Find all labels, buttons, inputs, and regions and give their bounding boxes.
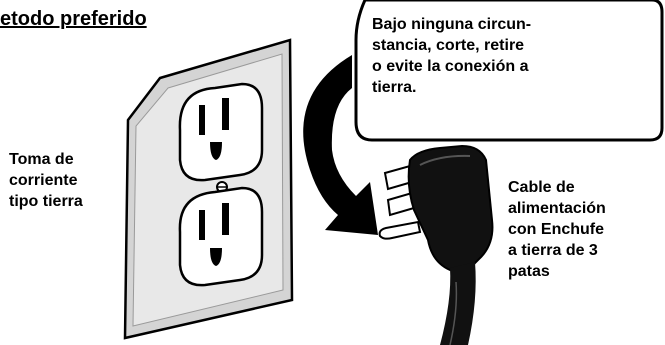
plug-label-line: patas bbox=[508, 263, 550, 280]
upper-receptacle bbox=[178, 82, 264, 182]
plug-label-line: a tierra de 3 bbox=[508, 242, 598, 259]
outlet-label-line: Toma de bbox=[9, 151, 74, 168]
three-prong-plug bbox=[378, 144, 494, 345]
warning-text: Bajo ninguna circun- stancia, corte, ret… bbox=[372, 14, 647, 98]
outlet-label-line: tipo tierra bbox=[9, 193, 83, 210]
outlet-label-line: corriente bbox=[9, 172, 78, 189]
plug-label-line: alimentación bbox=[508, 200, 606, 217]
curved-arrow bbox=[303, 55, 378, 235]
plug-label-line: Cable de bbox=[508, 179, 575, 196]
plug-label: Cable de alimentación con Enchufe a tier… bbox=[508, 177, 658, 282]
warning-line: Bajo ninguna circun- bbox=[372, 16, 532, 33]
outlet-label: Toma de corriente tipo tierra bbox=[9, 149, 129, 212]
warning-line: o evite la conexión a bbox=[372, 58, 529, 75]
grounded-outlet bbox=[123, 38, 294, 340]
plug-label-line: con Enchufe bbox=[508, 221, 605, 238]
lower-receptacle bbox=[178, 186, 264, 287]
warning-line: tierra. bbox=[372, 79, 417, 96]
warning-line: stancia, corte, retire bbox=[372, 37, 525, 54]
page-title: etodo preferido bbox=[0, 8, 147, 30]
warning-bubble bbox=[354, 0, 664, 142]
